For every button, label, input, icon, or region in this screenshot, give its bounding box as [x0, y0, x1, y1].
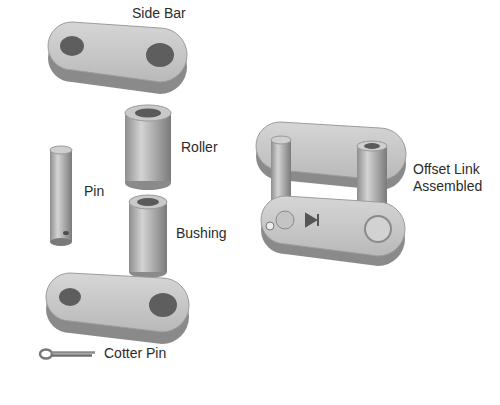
- part-label: Offset Link Assembled: [413, 161, 497, 195]
- cotter-pin: [40, 350, 95, 359]
- part-label: Cotter Pin: [104, 345, 166, 362]
- roller: [125, 105, 171, 190]
- pin: [50, 146, 72, 246]
- part-label: Pin: [84, 183, 104, 200]
- offset-link-assembled: [256, 122, 406, 266]
- bushing: [129, 195, 167, 278]
- part-label: Bushing: [176, 225, 227, 242]
- side-bar: [46, 273, 189, 344]
- side-bar: [48, 22, 187, 94]
- part-label: Side Bar: [132, 5, 186, 22]
- part-label: Roller: [181, 139, 218, 156]
